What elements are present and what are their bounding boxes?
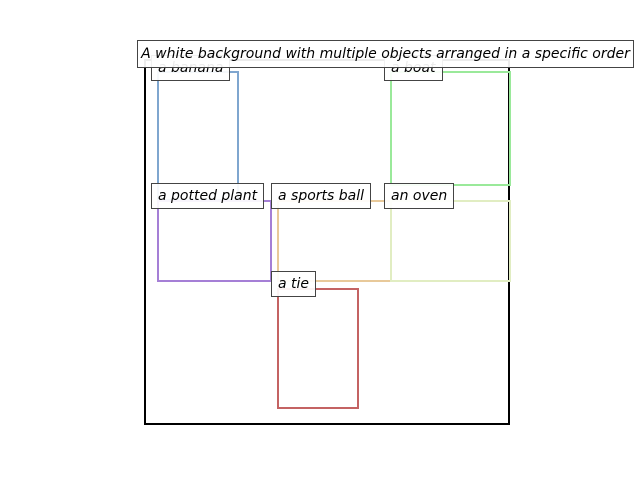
potted-plant-label: a potted plant <box>151 183 265 209</box>
oven-label: an oven <box>384 183 455 209</box>
sports-ball-box <box>277 200 392 282</box>
tie-label: a tie <box>271 271 317 297</box>
tie-box <box>277 288 359 409</box>
sports-ball-label: a sports ball <box>271 183 372 209</box>
potted-plant-box <box>157 200 272 282</box>
boat-box <box>390 71 511 186</box>
oven-box <box>390 200 511 282</box>
caption-title: A white background with multiple objects… <box>137 40 634 68</box>
banana-box <box>157 71 239 201</box>
